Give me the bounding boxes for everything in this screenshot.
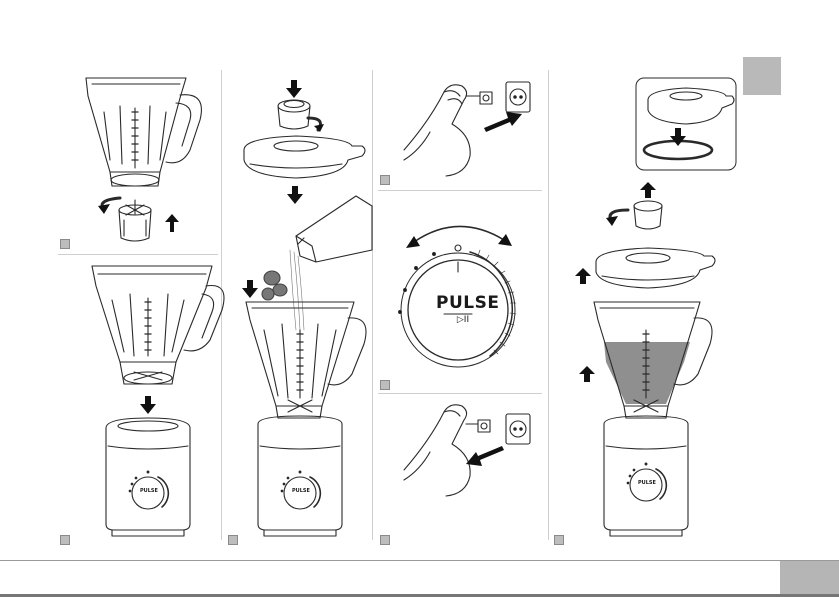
jar-illustration-4 [594,302,712,418]
illustrations [0,0,839,560]
ingredient-pour [290,250,304,330]
wall-socket-2 [506,414,530,444]
jar-illustration-3 [246,302,366,418]
motor-base-2 [258,416,342,536]
wall-socket-1 [506,82,530,112]
jar-illustration-2 [92,266,224,384]
ingredient-carton [296,196,372,262]
down-arrow-icon-2 [286,80,302,98]
up-arrow-icon [165,214,179,232]
down-arrow-icon-4 [242,280,258,298]
motor-base-3 [604,416,688,536]
mini-dial-label-2: PULSE [292,488,308,494]
down-arrow-icon-5 [670,128,686,146]
dial-play-pause-label: ▷II [446,315,480,325]
hand-unplug [404,405,490,496]
lid-detail-box [636,78,736,170]
lid-illustration-2 [596,248,715,288]
unplug-arrow-icon [466,446,504,466]
up-arrow-icon-3 [575,268,591,284]
measuring-cup [278,100,310,129]
mini-dial-label-3: PULSE [638,480,654,486]
up-arrow-icon-4 [579,366,595,382]
fruit-pieces [262,271,287,300]
down-arrow-icon [140,396,156,414]
page-number-tab [780,561,839,597]
measuring-cup-2 [634,201,662,229]
plug-in-arrow-icon [484,112,522,132]
rotation-double-arrow-icon [414,226,504,242]
blade-assembly-1 [119,200,151,241]
jar-illustration-1 [86,78,201,186]
motor-base-1 [106,418,190,536]
footer-rule [0,560,839,561]
down-arrow-icon-3 [287,186,303,204]
lid-illustration-1 [244,136,365,178]
up-arrow-icon-2 [640,182,656,198]
dial-pulse-label: PULSE [436,293,486,313]
hand-plug-in [404,85,492,176]
mini-dial-label-1: PULSE [140,488,156,494]
